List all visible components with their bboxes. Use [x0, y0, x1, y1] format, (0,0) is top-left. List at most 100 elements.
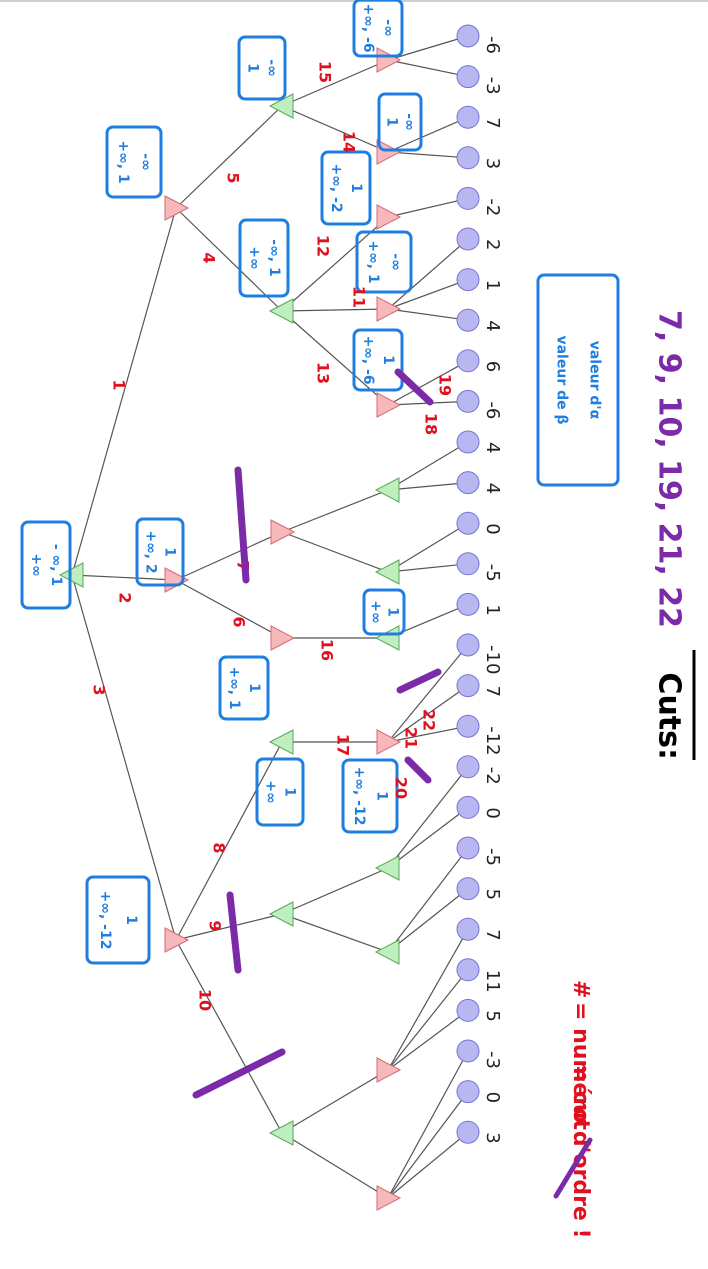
- min-node: [270, 625, 296, 651]
- min-node: [376, 139, 402, 165]
- leaf-nodes: -6-373-22146-6440-51-107-12-20-557115-30…: [456, 24, 503, 1144]
- leaf-edge: [387, 644, 469, 743]
- box-line: -∞: [401, 113, 417, 130]
- alpha-beta-box: 1+∞, -2: [320, 150, 372, 226]
- alpha-beta-box: 1+∞: [362, 588, 406, 636]
- order-number: 13: [314, 362, 333, 384]
- box-line: valeur d'α: [587, 341, 603, 420]
- leaf-node: [456, 511, 480, 535]
- cut-legend-mark: [553, 1137, 593, 1199]
- order-number: 11: [350, 286, 369, 308]
- alpha-beta-box: 1+∞, -6: [352, 328, 404, 392]
- order-legend-mark: #: [568, 980, 593, 998]
- leaf-node: [456, 349, 480, 373]
- tree-edge: [71, 574, 177, 581]
- min-node: [376, 1057, 402, 1083]
- alpha-beta-box: - ∞, 1+∞: [20, 520, 72, 610]
- leaf-node: [456, 714, 480, 738]
- box-line: -∞: [380, 19, 396, 36]
- leaf-value: 0: [482, 807, 503, 818]
- leaf-node: [456, 552, 480, 576]
- leaf-edge: [387, 725, 469, 743]
- leaf-value: -3: [482, 77, 503, 95]
- order-number: 22: [420, 709, 439, 731]
- tree-edge: [71, 207, 177, 576]
- box-frame: [341, 758, 399, 834]
- leaf-edge: [387, 482, 469, 491]
- max-node: [268, 1120, 294, 1146]
- alpha-beta-box: -∞1: [237, 35, 287, 101]
- leaf-value: 5: [482, 889, 503, 900]
- box-line: 1: [162, 547, 178, 557]
- tree-edge: [281, 867, 389, 915]
- box-line: -∞: [137, 153, 153, 170]
- leaf-value: -3: [482, 1051, 503, 1069]
- order-number: 16: [318, 639, 337, 661]
- box-line: +∞, 1: [365, 240, 381, 283]
- box-frame: [352, 0, 404, 58]
- order-number: 1: [110, 379, 129, 390]
- cut-mark: [396, 668, 442, 694]
- alpha-beta-box: 1+∞, 2: [135, 517, 185, 587]
- box-line: - ∞, 1: [48, 544, 64, 586]
- order-number: 14: [340, 131, 359, 153]
- max-node: [374, 559, 400, 585]
- box-line: +∞: [262, 780, 278, 803]
- leaf-edge: [387, 360, 469, 406]
- min-node: [164, 567, 190, 593]
- box-frame: [536, 273, 620, 487]
- box-frame: [377, 92, 423, 152]
- tree-edge: [175, 105, 283, 209]
- cut-mark: [226, 891, 242, 974]
- cut-legend-text: = cut: [568, 1065, 593, 1131]
- leaf-value: 0: [482, 523, 503, 534]
- leaf-edge: [387, 151, 469, 159]
- tree-edge: [175, 741, 283, 941]
- leaf-value: 4: [482, 442, 503, 453]
- leaf-value: -5: [482, 564, 503, 582]
- box-line: 1: [384, 607, 400, 617]
- box-line: valeur de β: [553, 335, 569, 424]
- leaf-edge: [387, 441, 469, 491]
- leaf-node: [456, 795, 480, 819]
- cut-mark: [394, 368, 434, 406]
- box-line: 1: [246, 683, 262, 693]
- order-number: 21: [402, 727, 421, 749]
- leaf-value: 7: [482, 117, 503, 128]
- box-line: 1: [282, 787, 298, 797]
- leaf-edge: [387, 766, 469, 869]
- box-line: +∞, -12: [351, 767, 367, 826]
- alpha-beta-box: -∞+∞, 1: [105, 125, 163, 199]
- leaf-edge: [387, 685, 469, 743]
- leaf-node: [456, 471, 480, 495]
- tree-edge: [281, 1132, 389, 1199]
- leaf-edge: [387, 35, 469, 61]
- order-number: 2: [116, 592, 135, 603]
- order-number: 19: [436, 374, 455, 396]
- alpha-beta-box: 1+∞, 1: [218, 655, 270, 721]
- tree-edge: [71, 574, 177, 941]
- leaf-node: [456, 65, 480, 89]
- leaf-edge: [387, 1050, 469, 1199]
- leaf-node: [456, 186, 480, 210]
- leaf-value: 1: [482, 604, 503, 615]
- order-number: 6: [230, 616, 249, 627]
- leaf-value: -6: [482, 36, 503, 54]
- cuts-title: Cuts:: [652, 672, 687, 760]
- leaf-edge: [387, 563, 469, 573]
- box-frame: [352, 328, 404, 392]
- max-node: [374, 855, 400, 881]
- cut-mark: [234, 466, 250, 584]
- order-number: 5: [224, 172, 243, 183]
- tree-edge: [175, 939, 283, 1134]
- order-number: 17: [334, 734, 353, 756]
- order-number: 18: [422, 413, 441, 435]
- leaf-node: [456, 755, 480, 779]
- tree-nodes: [58, 47, 402, 1211]
- min-node: [376, 1185, 402, 1211]
- leaf-edge: [387, 969, 469, 1071]
- leaf-value: 3: [482, 1132, 503, 1143]
- box-line: +∞: [368, 600, 384, 623]
- leaf-node: [456, 308, 480, 332]
- leaf-value: -2: [482, 198, 503, 216]
